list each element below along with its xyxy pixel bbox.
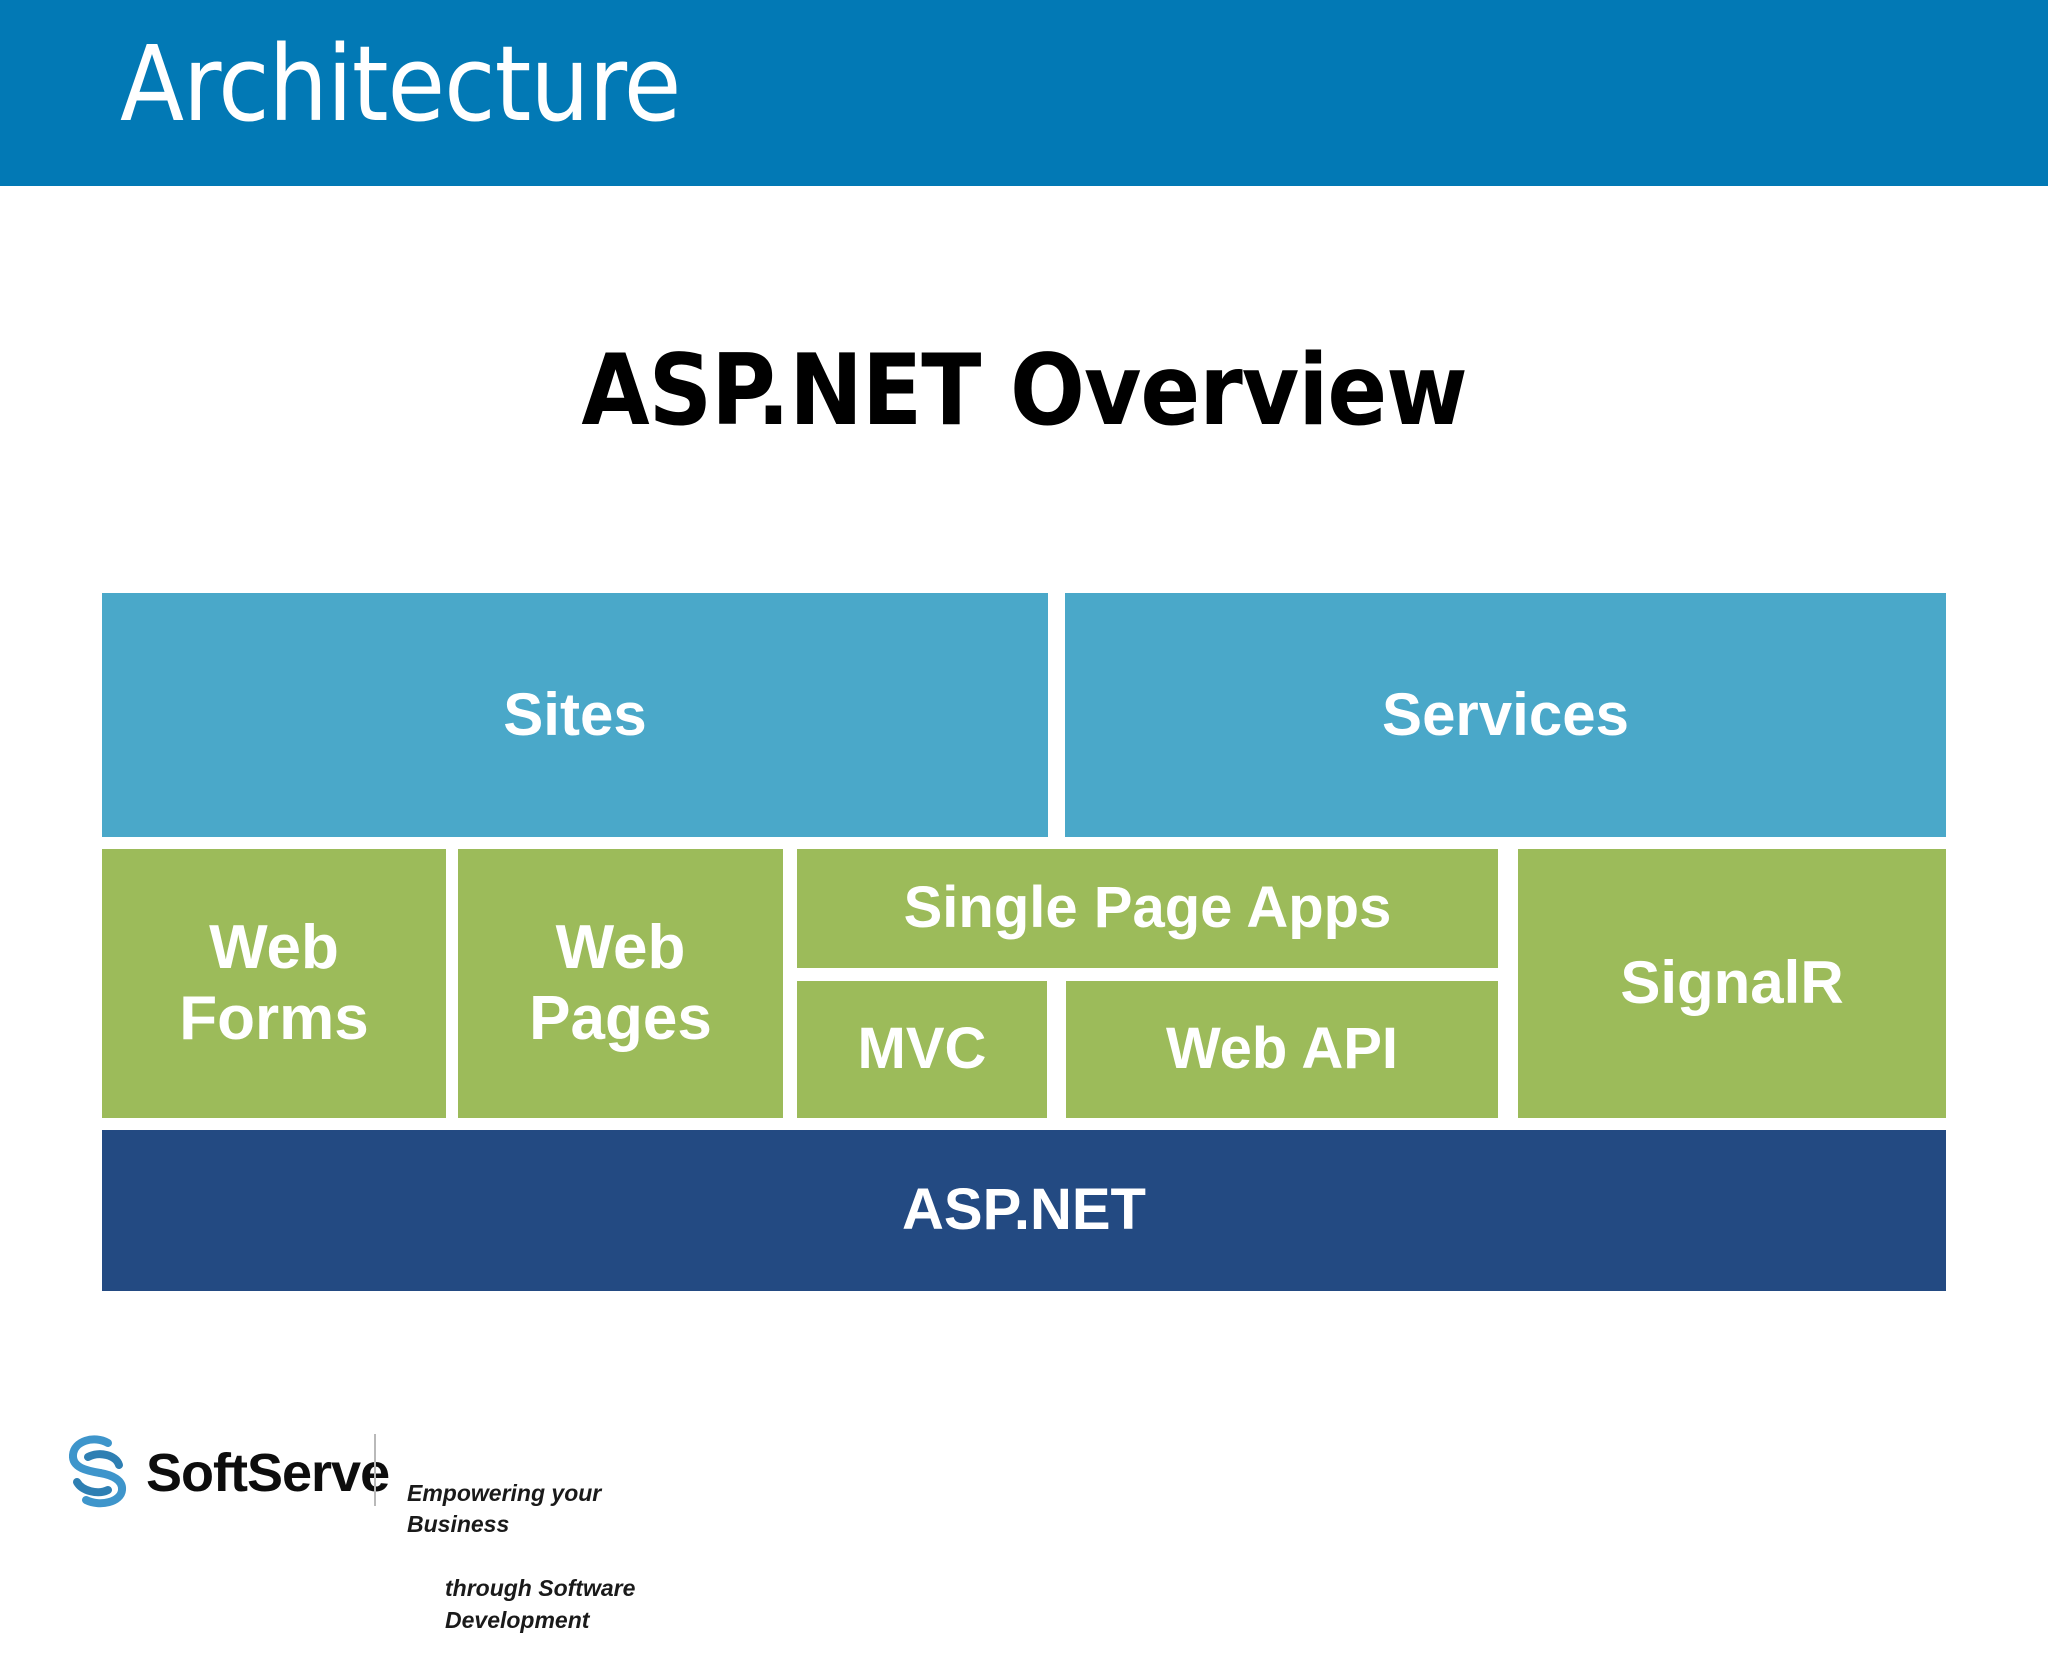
diagram-box-services: Services <box>1065 593 1946 837</box>
diagram-box-aspnet: ASP.NET <box>102 1130 1946 1291</box>
tagline-line-1: Empowering your Business <box>407 1479 602 1538</box>
slide-header-title: Architecture <box>120 23 681 145</box>
slide-title: ASP.NET Overview <box>581 334 1467 448</box>
diagram-box-web-forms: Web Forms <box>102 849 446 1118</box>
logo-divider <box>374 1434 376 1506</box>
diagram-box-single-page-apps: Single Page Apps <box>797 849 1498 968</box>
softserve-tagline: Empowering your Business through Softwar… <box>407 1446 704 1668</box>
diagram-box-web-pages: Web Pages <box>458 849 783 1118</box>
diagram-box-sites: Sites <box>102 593 1048 837</box>
softserve-logo: SoftServe Empowering your Business throu… <box>64 1428 704 1633</box>
softserve-wordmark: SoftServe <box>146 1443 390 1503</box>
slide-header-bar: Architecture <box>0 0 2048 186</box>
diagram-box-mvc: MVC <box>797 981 1047 1118</box>
diagram-box-web-api: Web API <box>1066 981 1498 1118</box>
diagram-box-signalr: SignalR <box>1518 849 1946 1118</box>
softserve-swirl-icon <box>69 1435 126 1508</box>
architecture-diagram: Sites Services Web Forms Web Pages Singl… <box>102 593 1946 1291</box>
tagline-line-2: through Software Development <box>445 1574 636 1633</box>
